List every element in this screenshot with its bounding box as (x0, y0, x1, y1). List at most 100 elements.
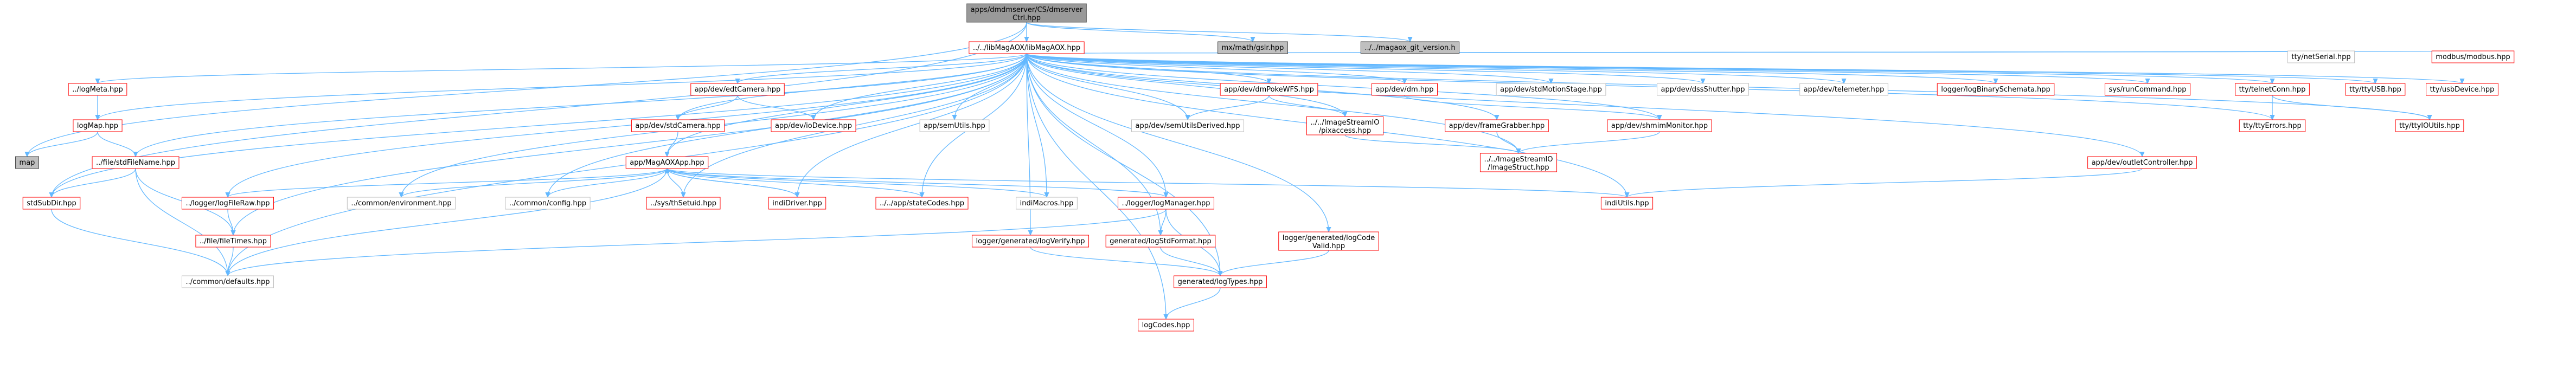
node-box (1496, 83, 1606, 96)
edge-edtcamera-to-iodevice (737, 95, 813, 120)
node-dmpokewfs[interactable]: app/dev/dmPokeWFS.hpp (1220, 83, 1318, 96)
node-iodevice[interactable]: app/dev/ioDevice.hpp (771, 119, 856, 132)
node-commonenv[interactable]: ../common/environment.hpp (347, 197, 456, 210)
node-indimacros[interactable]: indiMacros.hpp (1016, 197, 1078, 210)
node-label: ../../ImageStreamIO (1310, 119, 1379, 127)
edge-root-to-mxmath (1026, 22, 1253, 42)
node-logbinary[interactable]: logger/logBinarySchemata.hpp (1937, 83, 2055, 96)
node-isiopixaccess[interactable]: ../../ImageStreamIO/pixaccess.hpp (1306, 116, 1384, 135)
node-stdmotion[interactable]: app/dev/stdMotionStage.hpp (1496, 83, 1606, 96)
edge-libmagaox-to-telemeter (1026, 53, 1844, 83)
edge-libmagaox-to-logmanager (1026, 53, 1166, 197)
node-outletctrl[interactable]: app/dev/outletController.hpp (2087, 156, 2197, 169)
node-box (2104, 83, 2191, 96)
node-label: ../../libMagAOX/libMagAOX.hpp (973, 44, 1080, 52)
node-box (768, 197, 826, 210)
node-ttynetserial[interactable]: tty/netSerial.hpp (2287, 50, 2355, 63)
node-indiutils[interactable]: indiUtils.hpp (1600, 197, 1654, 210)
edge-libmagaox-to-logcodevalid (1026, 53, 1329, 232)
edge-libmagaox-to-loglogfileraw (228, 53, 1027, 197)
node-mxmath[interactable]: mx/math/gslr.hpp (1217, 41, 1288, 54)
node-commonconfig[interactable]: ../common/config.hpp (505, 197, 591, 210)
node-label: tty/ttyUSB.hpp (2349, 86, 2401, 94)
node-ttytelnet[interactable]: tty/telnetConn.hpp (2235, 83, 2310, 96)
node-indidriver[interactable]: indiDriver.hpp (768, 197, 826, 210)
node-label: /pixaccess.hpp (1319, 127, 1372, 135)
edge-libmagaox-to-stdfilename (136, 53, 1027, 157)
edge-libmagaox-to-logbinary (1026, 53, 1996, 83)
node-modbus[interactable]: modbus/modbus.hpp (2431, 50, 2515, 63)
node-shmimmonitor[interactable]: app/dev/shmimMonitor.hpp (1607, 119, 1712, 132)
node-box (1360, 41, 1460, 54)
node-appmagaox[interactable]: app/MagAOXApp.hpp (625, 156, 709, 169)
node-box (1217, 41, 1288, 54)
node-label: tty/ttyIOUtils.hpp (2399, 122, 2460, 130)
node-logmanager[interactable]: ../logger/logManager.hpp (1118, 197, 1214, 210)
node-ttyusb[interactable]: tty/ttyUSB.hpp (2345, 83, 2406, 96)
node-box (966, 3, 1087, 23)
node-framegrabber[interactable]: app/dev/frameGrabber.hpp (1445, 119, 1549, 132)
node-box (625, 156, 709, 169)
edge-logmap-to-stdfilename (97, 131, 136, 157)
node-dssshutter[interactable]: app/dev/dssShutter.hpp (1657, 83, 1749, 96)
node-runcommand[interactable]: sys/runCommand.hpp (2104, 83, 2191, 96)
node-telemeter[interactable]: app/dev/telemeter.hpp (1799, 83, 1888, 96)
node-label: logMap.hpp (77, 122, 118, 130)
node-ttyerrors[interactable]: tty/ttyErrors.hpp (2239, 119, 2306, 132)
node-label: ../logger/logManager.hpp (1122, 199, 1210, 208)
node-commondefaults[interactable]: ../common/defaults.hpp (181, 275, 274, 288)
node-logverify[interactable]: logger/generated/logVerify.hpp (971, 235, 1090, 248)
node-logcodes[interactable]: logCodes.hpp (1138, 319, 1194, 332)
node-libmagaox[interactable]: ../../libMagAOX/libMagAOX.hpp (969, 41, 1085, 54)
edge-libmagaox-to-stdcamera (678, 53, 1027, 120)
node-loglogfileraw[interactable]: ../logger/logFileRaw.hpp (181, 197, 274, 210)
edge-libmagaox-to-ttyusb (1026, 53, 2375, 83)
node-label: ../common/config.hpp (509, 199, 586, 208)
node-devdm[interactable]: app/dev/dm.hpp (1372, 83, 1438, 96)
edge-appmagaox-to-indiutils (667, 168, 1627, 197)
node-semutils[interactable]: app/semUtils.hpp (919, 119, 990, 132)
node-label: ../../ImageStreamIO (1484, 156, 1553, 164)
edge-libmagaox-to-indidriver (797, 53, 1027, 197)
node-box (181, 275, 274, 288)
edge-stdfilename-to-commondefaults (135, 168, 228, 276)
node-logstdformat[interactable]: generated/logStdFormat.hpp (1105, 235, 1216, 248)
node-gitver[interactable]: ../../magaox_git_version.h (1360, 41, 1460, 54)
edge-appmagaox-to-commonconfig (548, 168, 668, 197)
node-stdsubdir[interactable]: stdSubDir.hpp (22, 197, 81, 210)
node-isistruct[interactable]: ../../ImageStreamIO/ImageStruct.hpp (1479, 153, 1558, 172)
node-box (347, 197, 456, 210)
edge-edtcamera-to-stdcamera (678, 95, 738, 120)
node-statecodes[interactable]: ../../app/stateCodes.hpp (875, 197, 969, 210)
node-filetimes[interactable]: ../file/fileTimes.hpp (195, 235, 271, 248)
node-label: tty/netSerial.hpp (2291, 53, 2350, 61)
node-stdfilename[interactable]: ../file/stdFileName.hpp (92, 156, 180, 169)
node-label: app/MagAOXApp.hpp (630, 159, 704, 167)
node-logmap[interactable]: logMap.hpp (73, 119, 123, 132)
node-logmeta[interactable]: ../logMeta.hpp (68, 83, 127, 96)
node-logtypes[interactable]: generated/logTypes.hpp (1174, 275, 1267, 288)
node-box (195, 235, 271, 248)
edge-root-to-gitver (1026, 22, 1410, 42)
edge-stdcamera-to-appmagaox (667, 131, 678, 157)
node-box (1278, 231, 1379, 251)
node-box (73, 119, 123, 132)
node-map[interactable]: map (15, 156, 39, 169)
edge-logstdformat-to-logtypes (1160, 247, 1220, 276)
node-label: ../file/fileTimes.hpp (200, 237, 267, 245)
node-label: sys/runCommand.hpp (2109, 86, 2186, 94)
node-edtcamera[interactable]: app/dev/edtCamera.hpp (690, 83, 785, 96)
node-ttyioutils[interactable]: tty/ttyIOUtils.hpp (2395, 119, 2464, 132)
node-box (2239, 119, 2306, 132)
node-box (2431, 50, 2515, 63)
node-semutilsderived[interactable]: app/dev/semUtilsDerived.hpp (1131, 119, 1245, 132)
node-label: generated/logTypes.hpp (1178, 278, 1263, 286)
node-sysfs[interactable]: ../sys/thSetuid.hpp (646, 197, 721, 210)
node-label: logger/logBinarySchemata.hpp (1941, 86, 2050, 94)
node-ttyusbdevice[interactable]: tty/usbDevice.hpp (2426, 83, 2498, 96)
node-stdcamera[interactable]: app/dev/stdCamera.hpp (631, 119, 725, 132)
node-label: app/dev/stdMotionStage.hpp (1500, 86, 1602, 94)
